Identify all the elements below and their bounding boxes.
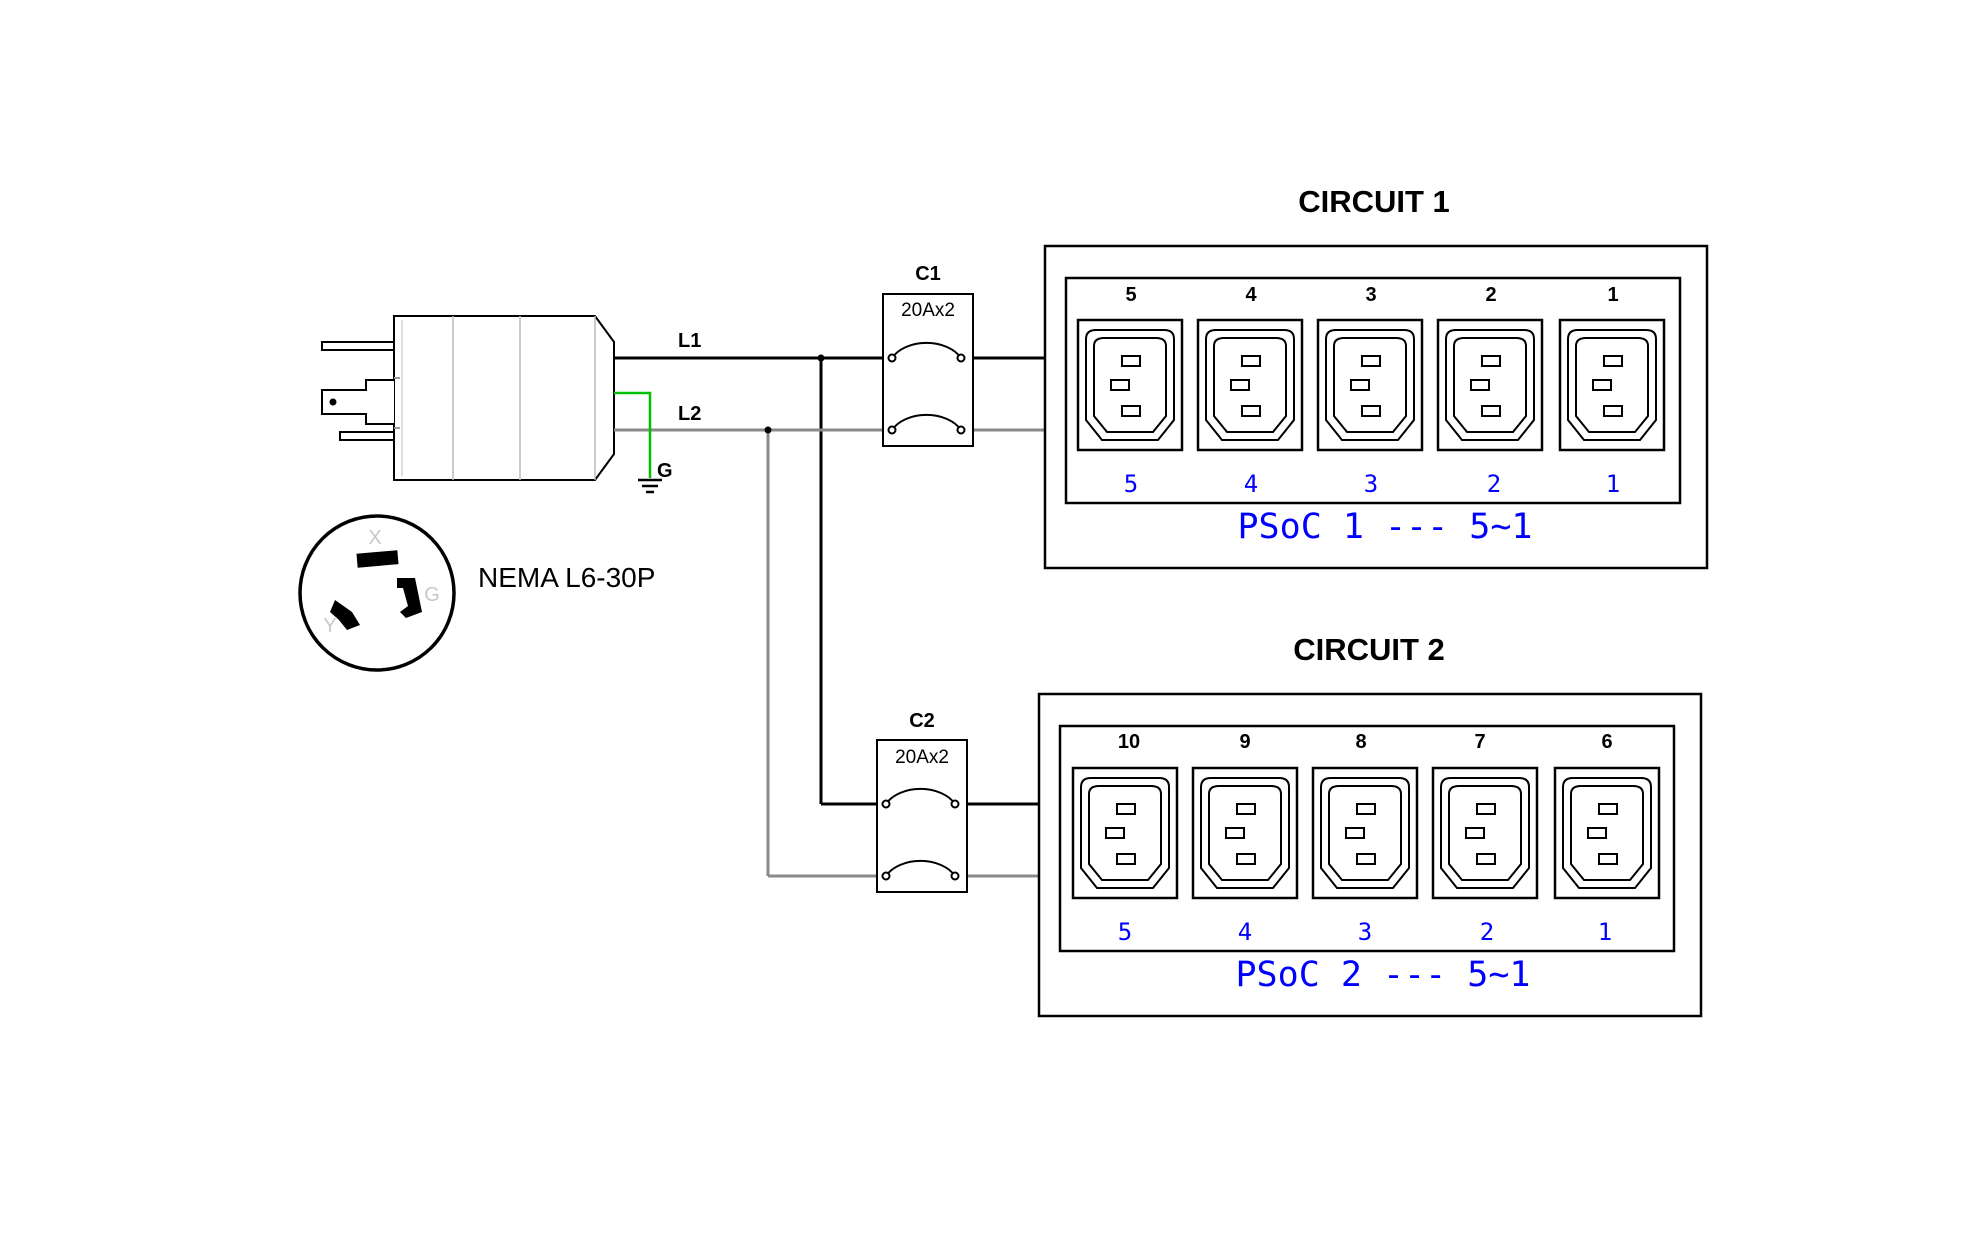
iec-outlet-icon bbox=[1558, 318, 1666, 452]
circuit2-top-numbers: 10 9 8 7 6 bbox=[1118, 731, 1613, 753]
circuit2-psoc-label: PSoC 2 --- 5~1 bbox=[1235, 955, 1530, 995]
outlet-bottom-number: 5 bbox=[1118, 918, 1132, 946]
outlet-bottom-number: 3 bbox=[1364, 470, 1378, 498]
outlet-bottom-number: 5 bbox=[1124, 470, 1138, 498]
breaker-c2-switch-icon bbox=[881, 787, 960, 881]
l2-wire bbox=[614, 428, 1045, 878]
circuit2-title: CIRCUIT 2 bbox=[1293, 632, 1445, 667]
outlet-bottom-number: 1 bbox=[1598, 918, 1612, 946]
outlet-bottom-number: 4 bbox=[1244, 470, 1258, 498]
circuit2-outlets bbox=[1071, 766, 1661, 900]
outlet-top-number: 7 bbox=[1474, 731, 1485, 753]
nema-plug-face-icon: X G Y bbox=[298, 514, 456, 672]
l1-wire bbox=[614, 356, 1045, 806]
plug-body bbox=[321, 315, 615, 481]
outlet-top-number: 5 bbox=[1125, 284, 1136, 306]
outlet-bottom-number: 2 bbox=[1487, 470, 1501, 498]
breaker-c2: C2 20Ax2 bbox=[876, 710, 968, 893]
circuit1-title: CIRCUIT 1 bbox=[1298, 184, 1450, 219]
outlet-bottom-number: 3 bbox=[1358, 918, 1372, 946]
circuit1-top-numbers: 5 4 3 2 1 bbox=[1125, 284, 1618, 306]
breaker-c2-rating: 20Ax2 bbox=[895, 747, 949, 768]
circuit1-bottom-numbers: 5 4 3 2 1 bbox=[1124, 470, 1620, 498]
iec-outlet-icon bbox=[1436, 318, 1544, 452]
breaker-c1-switch-icon bbox=[887, 341, 966, 435]
iec-outlet-icon bbox=[1553, 766, 1661, 900]
pin-g-label: G bbox=[424, 584, 440, 606]
iec-outlet-icon bbox=[1196, 318, 1304, 452]
circuit1-psoc-label: PSoC 1 --- 5~1 bbox=[1237, 507, 1532, 547]
circuit2-bottom-numbers: 5 4 3 2 1 bbox=[1118, 918, 1612, 946]
ground-label: G bbox=[657, 460, 673, 482]
ground-wire bbox=[614, 391, 662, 494]
breaker-c1-name: C1 bbox=[915, 263, 941, 285]
iec-outlet-icon bbox=[1076, 318, 1184, 452]
outlet-top-number: 4 bbox=[1245, 284, 1257, 306]
outlet-top-number: 2 bbox=[1485, 284, 1496, 306]
breaker-c2-name: C2 bbox=[909, 710, 935, 732]
iec-outlet-icon bbox=[1316, 318, 1424, 452]
l1-label: L1 bbox=[678, 330, 701, 352]
nema-plug-label: NEMA L6-30P bbox=[478, 562, 655, 593]
circuit1-outlets bbox=[1076, 318, 1666, 452]
iec-outlet-icon bbox=[1431, 766, 1539, 900]
outlet-bottom-number: 4 bbox=[1238, 918, 1252, 946]
outlet-top-number: 1 bbox=[1607, 284, 1618, 306]
iec-outlet-icon bbox=[1311, 766, 1419, 900]
outlet-top-number: 6 bbox=[1601, 731, 1612, 753]
l2-junction-dot bbox=[764, 426, 772, 434]
iec-outlet-icon bbox=[1191, 766, 1299, 900]
outlet-top-number: 10 bbox=[1118, 731, 1140, 753]
iec-outlet-icon bbox=[1071, 766, 1179, 900]
breaker-c1: C1 20Ax2 bbox=[882, 263, 974, 447]
outlet-top-number: 9 bbox=[1239, 731, 1250, 753]
pin-y-label: Y bbox=[323, 615, 336, 637]
outlet-top-number: 8 bbox=[1355, 731, 1366, 753]
outlet-top-number: 3 bbox=[1365, 284, 1376, 306]
breaker-c1-rating: 20Ax2 bbox=[901, 300, 955, 321]
circuit1-panel: CIRCUIT 1 5 4 3 2 1 5 4 3 2 1 PSoC 1 ---… bbox=[1043, 184, 1709, 570]
pin-x-label: X bbox=[368, 527, 381, 549]
l2-label: L2 bbox=[678, 403, 701, 425]
outlet-bottom-number: 2 bbox=[1480, 918, 1494, 946]
l1-junction-dot bbox=[817, 354, 825, 362]
circuit2-panel: CIRCUIT 2 10 9 8 7 6 5 4 3 2 1 PSoC 2 --… bbox=[1037, 632, 1703, 1018]
outlet-bottom-number: 1 bbox=[1606, 470, 1620, 498]
